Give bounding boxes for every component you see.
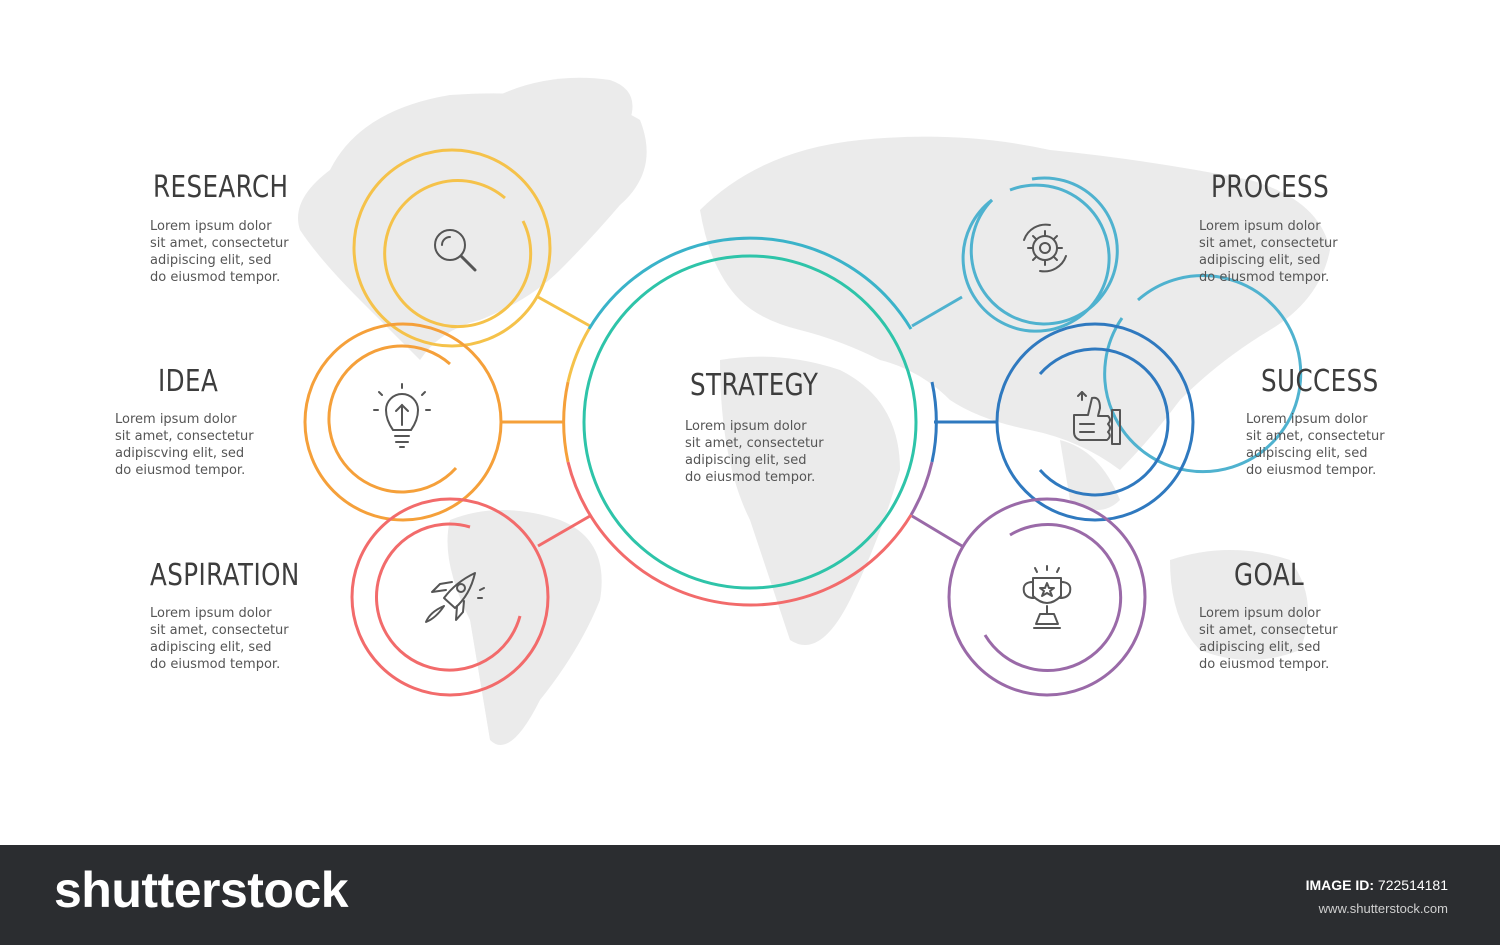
success-body-line: Lorem ipsum dolor: [1246, 412, 1368, 427]
world-map: [298, 77, 1330, 745]
idea-body-line: adipiscving elit, sed: [115, 446, 245, 461]
image-id: IMAGE ID: 722514181: [1306, 877, 1448, 893]
success-body-line: do eiusmod tempor.: [1246, 463, 1377, 478]
center-ring-orange: [562, 381, 570, 463]
thumbs-up-icon: [1073, 391, 1121, 445]
connector-process: [911, 295, 963, 328]
process-body-line: sit amet, consectetur: [1199, 236, 1338, 251]
center-title: STRATEGY: [690, 368, 819, 403]
aspiration-ring: [350, 497, 550, 697]
research-body-line: adipiscing elit, sed: [150, 253, 272, 268]
success-body-line: sit amet, consectetur: [1246, 429, 1385, 444]
success-body: Lorem ipsum dolor sit amet, consectetur …: [1246, 411, 1385, 479]
center-circle: [562, 236, 938, 607]
rocket-icon: [425, 572, 485, 623]
center-ring-purple: [909, 461, 934, 516]
trophy-icon: [1022, 565, 1072, 629]
process-body-line: do eiusmod tempor.: [1199, 270, 1330, 285]
connector-research: [537, 295, 591, 328]
research-body-line: do eiusmod tempor.: [150, 270, 281, 285]
research-ring: [352, 148, 552, 348]
footer-bar: shutterstock IMAGE ID: 722514181 www.shu…: [0, 845, 1500, 945]
research-body-line: Lorem ipsum dolor: [150, 219, 272, 234]
goal-ring: [947, 497, 1147, 697]
center-ring-top: [587, 236, 913, 330]
research-title: RESEARCH: [153, 170, 289, 205]
center-inner-ring: [582, 254, 918, 590]
connector-goal: [911, 514, 963, 548]
connector-lines: [500, 295, 998, 548]
infographic-canvas: STRATEGY Lorem ipsum dolor sit amet, con…: [115, 77, 1385, 745]
site-url: www.shutterstock.com: [1318, 901, 1448, 916]
image-id-value: 722514181: [1377, 877, 1448, 893]
connector-aspiration: [537, 514, 591, 548]
brand-logo: shutterstock: [54, 862, 349, 918]
gear-icon: [1023, 223, 1067, 273]
process-ring: [961, 176, 1303, 474]
goal-body-line: do eiusmod tempor.: [1199, 657, 1330, 672]
aspiration-body-line: do eiusmod tempor.: [150, 657, 281, 672]
image-id-label: IMAGE ID:: [1305, 877, 1375, 893]
lightbulb-icon: [373, 383, 431, 448]
idea-body-line: sit amet, consectetur: [115, 429, 254, 444]
success-title: SUCCESS: [1261, 364, 1379, 399]
idea-title: IDEA: [158, 364, 219, 399]
process-body-line: Lorem ipsum dolor: [1199, 219, 1321, 234]
center-ring-yellow: [566, 328, 591, 383]
success-ring: [995, 322, 1195, 522]
magnifier-icon: [434, 229, 477, 272]
research-body-line: sit amet, consectetur: [150, 236, 289, 251]
idea-ring: [303, 322, 503, 522]
idea-body-line: do eiusmod tempor.: [115, 463, 246, 478]
center-body-line: do eiusmod tempor.: [685, 470, 816, 485]
process-body-line: adipiscing elit, sed: [1199, 253, 1321, 268]
goal-body-line: Lorem ipsum dolor: [1199, 606, 1321, 621]
goal-body-line: sit amet, consectetur: [1199, 623, 1338, 638]
aspiration-body: Lorem ipsum dolor sit amet, consectetur …: [150, 605, 289, 673]
aspiration-body-line: Lorem ipsum dolor: [150, 606, 272, 621]
process-title: PROCESS: [1211, 170, 1330, 205]
success-body-line: adipiscing elit, sed: [1246, 446, 1368, 461]
center-ring-blue: [930, 381, 938, 463]
center-ring-bottom: [566, 461, 913, 607]
process-body: Lorem ipsum dolor sit amet, consectetur …: [1199, 218, 1338, 286]
center-body: Lorem ipsum dolor sit amet, consectetur …: [685, 418, 824, 486]
idea-body-line: Lorem ipsum dolor: [115, 412, 237, 427]
aspiration-body-line: sit amet, consectetur: [150, 623, 289, 638]
research-body: Lorem ipsum dolor sit amet, consectetur …: [150, 218, 289, 286]
center-body-line: Lorem ipsum dolor: [685, 419, 807, 434]
aspiration-title: ASPIRATION: [150, 558, 300, 593]
aspiration-body-line: adipiscing elit, sed: [150, 640, 272, 655]
goal-body: Lorem ipsum dolor sit amet, consectetur …: [1199, 605, 1338, 673]
diagram-graphics: [298, 77, 1330, 745]
center-body-line: sit amet, consectetur: [685, 436, 824, 451]
idea-body: Lorem ipsum dolor sit amet, consectetur …: [115, 411, 254, 479]
center-body-line: adipiscing elit, sed: [685, 453, 807, 468]
goal-body-line: adipiscing elit, sed: [1199, 640, 1321, 655]
goal-title: GOAL: [1234, 558, 1305, 593]
